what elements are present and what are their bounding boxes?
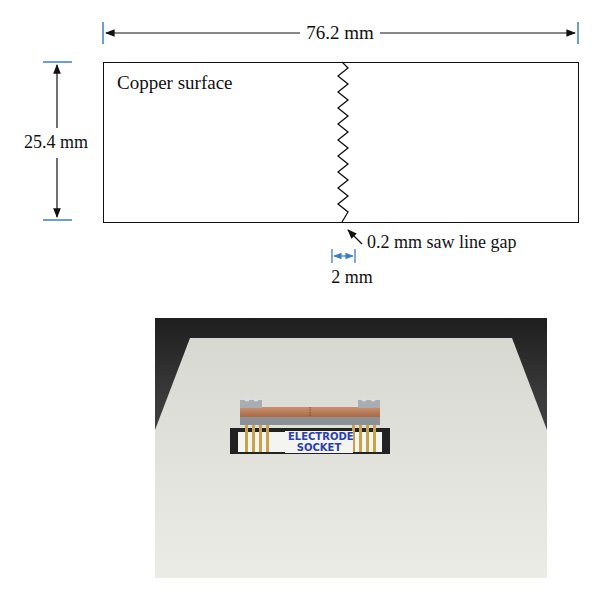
electrode-photo xyxy=(155,318,547,578)
dimension-label: 2 mm xyxy=(331,268,373,288)
gap-leader xyxy=(348,230,362,244)
gap-width-dimension xyxy=(332,249,355,263)
saw-line xyxy=(338,62,348,222)
dimension-label: 25.4 mm xyxy=(21,133,91,153)
node-label: Copper surface xyxy=(117,72,233,94)
width-dimension xyxy=(103,22,578,44)
handwritten-label: ELECTRODE SOCKET xyxy=(285,431,353,453)
copper-board: Copper surface xyxy=(103,62,579,223)
callout-label: 0.2 mm saw line gap xyxy=(367,233,516,253)
dimension-label: 76.2 mm xyxy=(303,23,377,44)
